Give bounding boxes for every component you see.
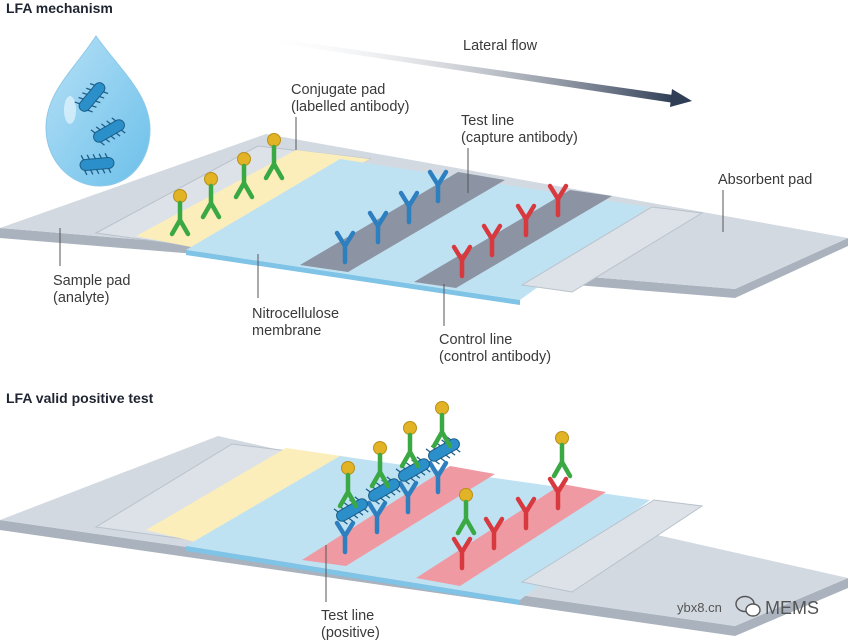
- section-title-mechanism: LFA mechanism: [6, 0, 113, 16]
- label-conjugate-pad: Conjugate pad: [291, 82, 385, 98]
- label-sample-pad: Sample pad: [53, 273, 130, 289]
- membrane-edge: [186, 546, 520, 605]
- watermark-brand: MEMS: [765, 598, 819, 618]
- conjugate-pad: [146, 448, 348, 546]
- watermark-site: ybx8.cn: [677, 600, 722, 615]
- test-line-band: [300, 172, 505, 272]
- label-lateral-flow: Lateral flow: [463, 38, 538, 54]
- wechat-icon: [735, 595, 761, 617]
- membrane-edge: [186, 250, 520, 305]
- label-test-line-positive-sub: (positive): [321, 625, 380, 641]
- label-nitrocellulose: Nitrocellulose: [252, 306, 339, 322]
- label-test-line-positive: Test line: [321, 608, 374, 624]
- section-title-positive: LFA valid positive test: [6, 390, 154, 406]
- absorbent-pad: [520, 499, 704, 593]
- label-nitrocellulose-sub: membrane: [252, 323, 321, 339]
- label-sample-pad-sub: (analyte): [53, 290, 109, 306]
- test-line-band: [302, 466, 495, 566]
- watermark: ybx8.cn MEMS: [677, 595, 819, 618]
- label-absorbent-pad: Absorbent pad: [718, 172, 812, 188]
- nitrocellulose-membrane: [186, 456, 650, 600]
- lateral-flow-arrow: [258, 36, 692, 107]
- leader-lines-top: [59, 117, 724, 326]
- label-conjugate-pad-sub: (labelled antibody): [291, 99, 410, 115]
- label-test-line-sub: (capture antibody): [461, 130, 578, 146]
- label-control-line: Control line: [439, 332, 512, 348]
- label-test-line: Test line: [461, 113, 514, 129]
- label-control-line-sub: (control antibody): [439, 349, 551, 365]
- conjugate-pad: [136, 150, 370, 250]
- sample-droplet: [45, 35, 151, 187]
- absorbent-pad: [520, 206, 704, 293]
